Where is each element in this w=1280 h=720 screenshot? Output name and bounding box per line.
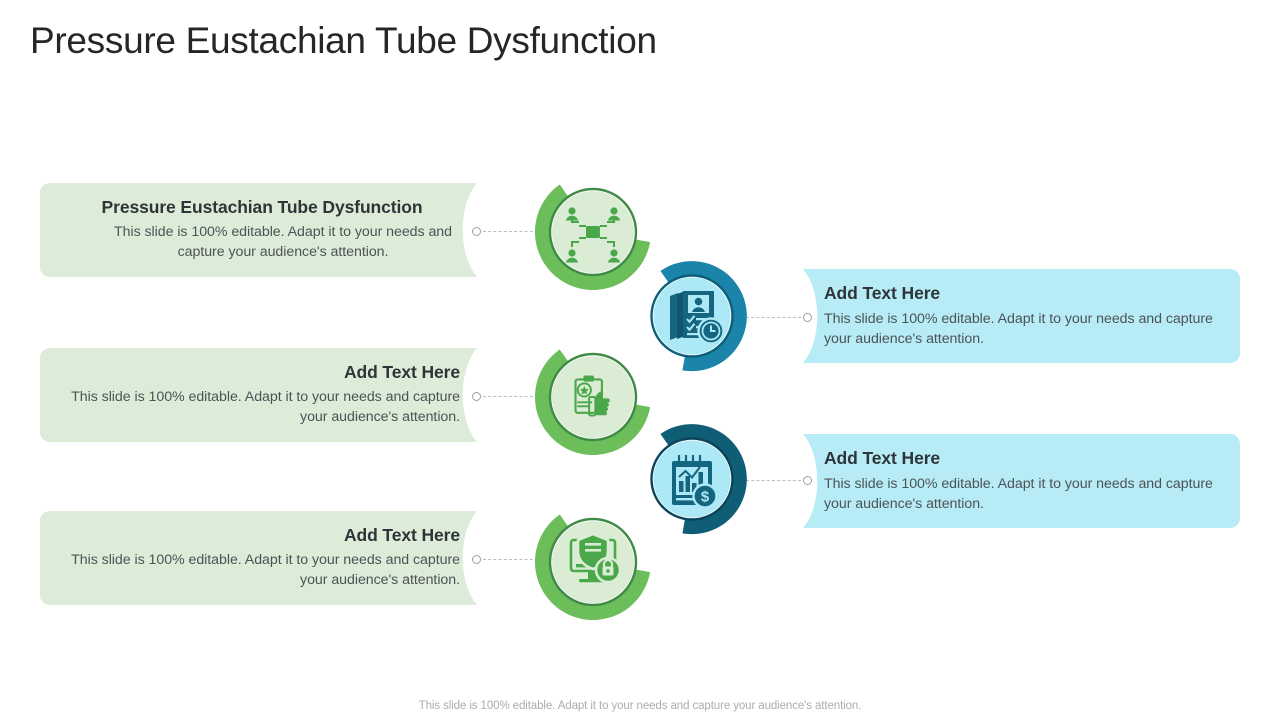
right-card-2-shape xyxy=(803,434,1240,528)
left-card-1-body: Pressure Eustachian Tube Dysfunction Thi… xyxy=(62,183,462,262)
node-5[interactable] xyxy=(527,496,659,628)
left-card-2[interactable]: Add Text Here This slide is 100% editabl… xyxy=(40,348,495,442)
left-card-2-title: Add Text Here xyxy=(343,362,460,382)
connector-dash-left-1 xyxy=(483,230,538,232)
left-card-3-shape xyxy=(40,511,477,605)
svg-text:$: $ xyxy=(701,489,710,506)
right-card-2[interactable]: Add Text Here This slide is 100% editabl… xyxy=(788,434,1240,528)
resume-clock-icon xyxy=(670,291,725,345)
left-card-1-shape xyxy=(40,183,477,277)
right-card-1-title: Add Text Here xyxy=(824,283,941,303)
node-2-graphic xyxy=(650,261,747,372)
right-card-1-body: Add Text Here This slide is 100% editabl… xyxy=(824,269,1222,349)
left-card-1-desc: This slide is 100% editable. Adapt it to… xyxy=(114,223,452,261)
left-card-3-desc: This slide is 100% editable. Adapt it to… xyxy=(71,551,460,589)
connector-dash-left-2 xyxy=(483,395,538,397)
node-1-graphic xyxy=(534,184,651,291)
right-card-1-shape xyxy=(803,269,1240,363)
connector-right-2 xyxy=(746,474,812,486)
footer-note: This slide is 100% editable. Adapt it to… xyxy=(418,700,862,712)
left-card-1[interactable]: Pressure Eustachian Tube Dysfunction Thi… xyxy=(40,183,495,277)
right-card-1[interactable]: Add Text Here This slide is 100% editabl… xyxy=(788,269,1240,363)
node-3[interactable] xyxy=(527,331,659,463)
left-card-3[interactable]: Add Text Here This slide is 100% editabl… xyxy=(40,511,495,605)
page-title: Pressure Eustachian Tube Dysfunction xyxy=(30,20,657,61)
right-card-2-title: Add Text Here xyxy=(824,448,941,468)
connector-dot-right-1 xyxy=(803,312,812,322)
connector-right-1 xyxy=(746,311,812,323)
chart-notepad-dollar-icon: $ xyxy=(672,455,718,509)
connector-dot-left-1 xyxy=(472,226,481,236)
node-3-graphic xyxy=(534,349,651,456)
node-5-graphic xyxy=(534,514,651,621)
right-card-1-desc: This slide is 100% editable. Adapt it to… xyxy=(824,310,1213,348)
monitor-shield-lock-icon xyxy=(569,532,622,584)
network-people-icon xyxy=(565,207,621,263)
left-card-2-body: Add Text Here This slide is 100% editabl… xyxy=(60,348,460,427)
connector-dash-right-2 xyxy=(746,479,801,481)
connector-left-1 xyxy=(472,225,538,237)
connector-dot-left-3 xyxy=(472,554,481,564)
node-4[interactable]: $ xyxy=(630,417,754,541)
node-1[interactable] xyxy=(527,166,659,298)
left-card-2-desc: This slide is 100% editable. Adapt it to… xyxy=(71,388,460,426)
connector-left-2 xyxy=(472,390,538,402)
connector-dash-left-3 xyxy=(483,558,538,560)
clipboard-thumbs-up-icon xyxy=(574,375,610,417)
node-4-graphic: $ xyxy=(650,424,747,535)
left-card-1-title: Pressure Eustachian Tube Dysfunction xyxy=(101,197,423,217)
node-2[interactable] xyxy=(630,254,754,378)
connector-dot-right-2 xyxy=(803,475,812,485)
left-card-3-body: Add Text Here This slide is 100% editabl… xyxy=(60,511,460,590)
right-card-2-desc: This slide is 100% editable. Adapt it to… xyxy=(824,475,1213,513)
connector-dot-left-2 xyxy=(472,391,481,401)
connector-left-3 xyxy=(472,553,538,565)
connector-dash-right-1 xyxy=(746,316,801,318)
left-card-2-shape xyxy=(40,348,477,442)
left-card-3-title: Add Text Here xyxy=(343,525,460,545)
right-card-2-body: Add Text Here This slide is 100% editabl… xyxy=(824,434,1222,514)
